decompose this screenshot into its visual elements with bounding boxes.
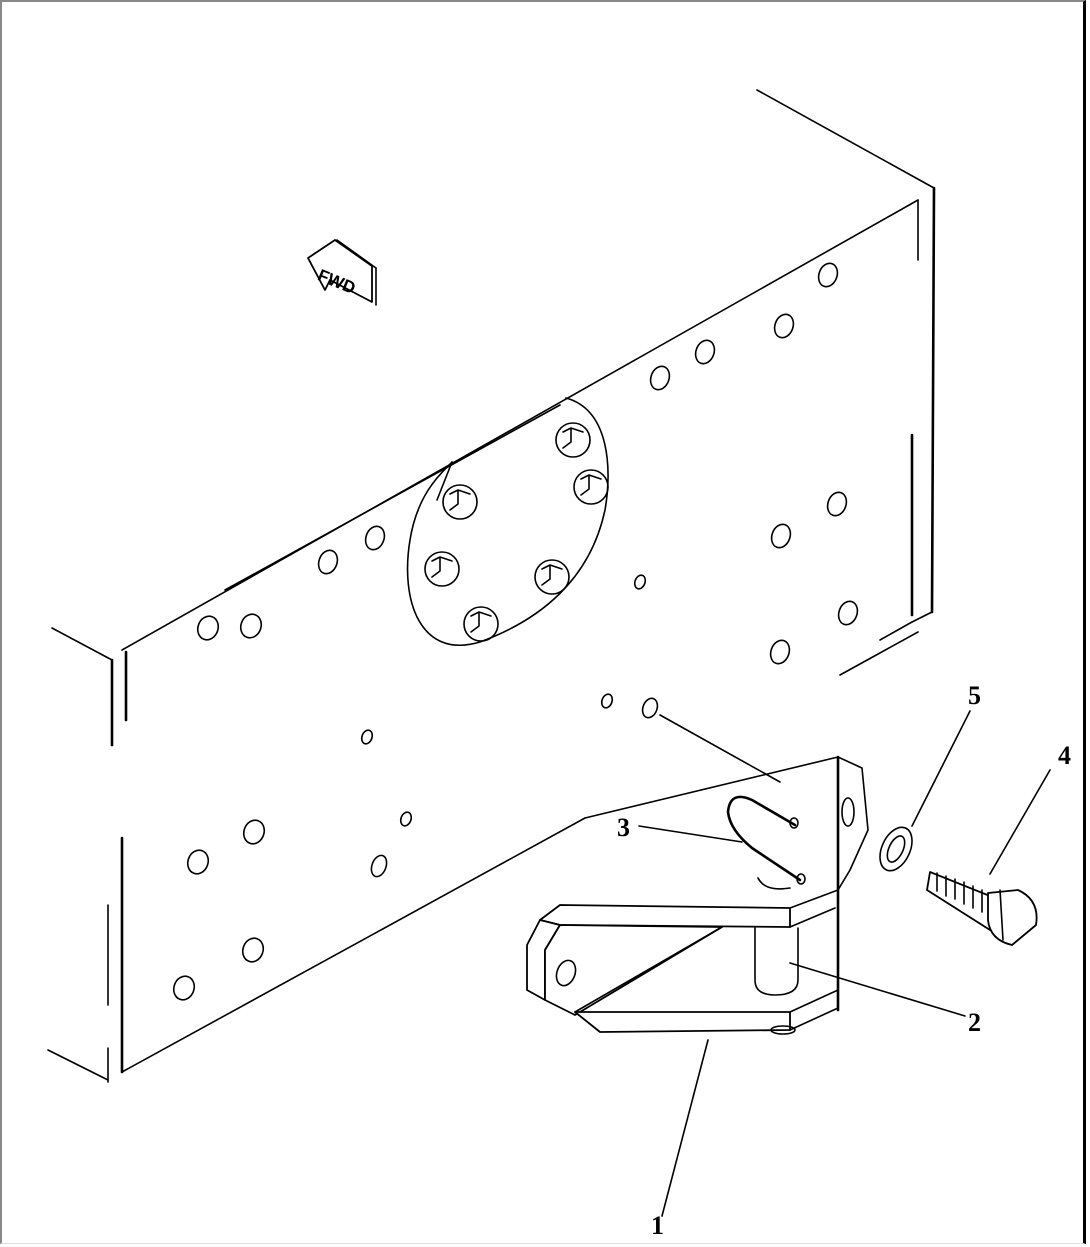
pin <box>754 927 799 996</box>
frame-beam <box>47 89 936 1083</box>
callout-3: 3 <box>617 813 630 842</box>
cover-plate <box>406 397 609 646</box>
bolt <box>926 871 1038 946</box>
lock-pin <box>726 795 806 890</box>
callout-4: 4 <box>1058 741 1071 770</box>
callout-5: 5 <box>968 681 981 710</box>
callout-leaders <box>638 710 1051 1217</box>
callout-2: 2 <box>968 1008 981 1037</box>
fwd-direction-marker: FWD <box>307 239 377 306</box>
washer <box>879 826 913 872</box>
bolt-head-icon <box>424 422 609 642</box>
bracket <box>526 755 869 1035</box>
callout-1: 1 <box>651 1211 664 1240</box>
